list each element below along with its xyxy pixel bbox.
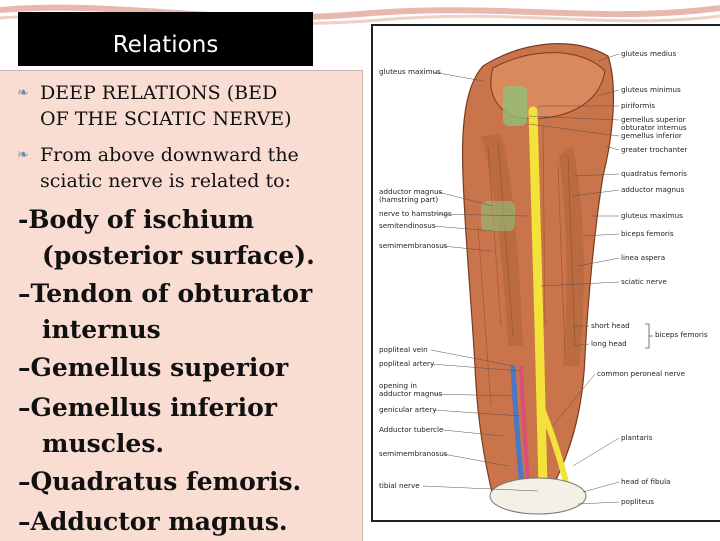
biceps-bracket <box>645 323 653 349</box>
title-bar: Relations <box>18 12 313 66</box>
slide-title: Relations <box>112 32 219 58</box>
figure-label: piriformis <box>621 101 655 110</box>
adductor-shape <box>481 201 515 231</box>
hamstring-shape <box>481 134 523 346</box>
bullet-deep-relations: ❧ DEEP RELATIONS (BED OF THE SCIATIC NER… <box>17 80 292 132</box>
figure-label: plantaris <box>621 433 653 442</box>
figure-label: long head <box>591 339 627 348</box>
figure-label: nerve to hamstrings <box>379 209 452 218</box>
anatomy-figure: gluteus maximus adductor magnus (hamstri… <box>371 24 720 522</box>
item-obturator-internus: –Tendon of obturator internus <box>18 276 312 348</box>
figure-label: adductor magnus <box>379 187 443 196</box>
figure-label: quadratus femoris <box>621 169 687 178</box>
figure-label: gemellus inferior <box>621 131 682 140</box>
content-panel <box>0 70 363 541</box>
thigh-illustration: gluteus maximus adductor magnus (hamstri… <box>379 43 708 515</box>
figure-label: biceps femoris <box>655 330 708 339</box>
figure-label: linea aspera <box>621 253 665 262</box>
figure-label: greater trochanter <box>621 145 687 154</box>
item-gemellus-superior: –Gemellus superior <box>18 350 288 386</box>
bullet-text-line: OF THE SCIATIC NERVE) <box>40 108 292 130</box>
bullet-from-above: ❧ From above downward the sciatic nerve … <box>17 142 299 194</box>
figure-label: genicular artery <box>379 405 437 414</box>
figure-label: gluteus maximus <box>379 67 441 76</box>
item-line: –Quadratus femoris. <box>18 467 302 496</box>
item-body-of-ischium: -Body of ischium (posterior surface). <box>18 202 315 274</box>
item-line: -Body of ischium <box>18 205 255 234</box>
item-line: internus <box>42 315 161 344</box>
sciatic-nerve-shape <box>528 106 548 491</box>
figure-label: short head <box>591 321 630 330</box>
figure-label: gemellus superior <box>621 115 686 124</box>
figure-label: Adductor tubercle <box>379 425 444 434</box>
bullet-icon: ❧ <box>17 147 29 163</box>
bullet-text-line: From above downward the <box>40 144 299 166</box>
figure-label: adductor magnus <box>621 185 685 194</box>
figure-label: head of fibula <box>621 477 671 486</box>
figure-label: gluteus minimus <box>621 85 681 94</box>
leader-lines <box>422 53 620 505</box>
bullet-icon: ❧ <box>17 85 29 101</box>
item-line: muscles. <box>42 429 165 458</box>
figure-label: biceps femoris <box>621 229 674 238</box>
figure-label: obturator internus <box>621 123 687 132</box>
figure-label: semimembranosus <box>379 241 448 250</box>
figure-label: adductor magnus <box>379 389 443 398</box>
item-quadratus-femoris: –Quadratus femoris. <box>18 464 301 500</box>
item-line: –Gemellus superior <box>18 353 289 382</box>
muscle-striations <box>477 125 576 407</box>
figure-label: tibial nerve <box>379 481 420 490</box>
figure-label: semimembranosus <box>379 449 448 458</box>
right-labels: gluteus medius gluteus minimus piriformi… <box>591 49 708 506</box>
figure-label: (hamstring part) <box>379 195 438 204</box>
item-line: (posterior surface). <box>42 241 315 270</box>
figure-label: common peroneal nerve <box>597 369 686 378</box>
figure-label: gluteus medius <box>621 49 676 58</box>
left-labels: gluteus maximus adductor magnus (hamstri… <box>379 67 452 490</box>
figure-label: sciatic nerve <box>621 277 667 286</box>
bullet-text-line: DEEP RELATIONS (BED <box>40 82 278 104</box>
item-line: –Gemellus inferior <box>18 393 277 422</box>
figure-label: gluteus maximus <box>621 211 683 220</box>
figure-label: opening in <box>379 381 417 390</box>
knee-bones-shape <box>489 477 587 515</box>
figure-label: semitendinosus <box>379 221 436 230</box>
item-gemellus-inferior: –Gemellus inferior muscles. <box>18 390 277 462</box>
item-line: –Adductor magnus. <box>18 507 288 536</box>
figure-label: popliteal artery <box>379 359 435 368</box>
figure-label: popliteal vein <box>379 345 428 354</box>
figure-label: popliteus <box>621 497 654 506</box>
item-adductor-magnus: –Adductor magnus. <box>18 504 288 540</box>
gemelli-shape <box>503 86 527 126</box>
item-line: –Tendon of obturator <box>18 279 313 308</box>
bullet-text-line: sciatic nerve is related to: <box>40 170 291 192</box>
